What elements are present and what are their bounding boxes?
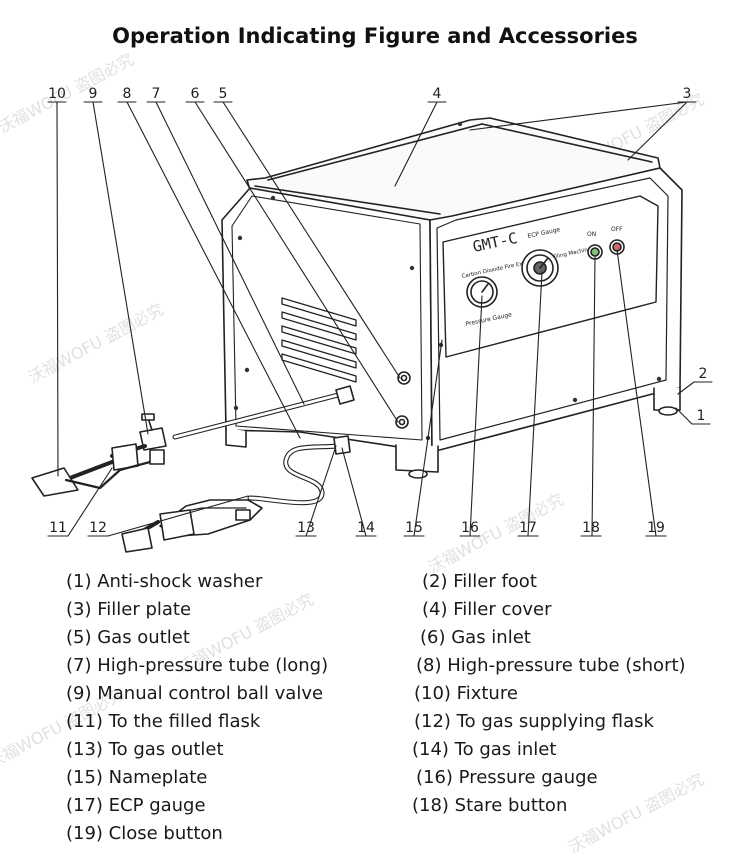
legend-item: (13) To gas outlet	[66, 739, 224, 760]
gas-inlet-port	[395, 415, 409, 429]
off-label: OFF	[611, 226, 623, 233]
machine-drawing: GMT-C Carbon Dioxide Fire Extinguisher F…	[31, 86, 713, 553]
fixture-gas-supply	[121, 499, 263, 553]
callout-9: 9	[89, 86, 98, 102]
legend-item: (7) High-pressure tube (long)	[66, 655, 329, 676]
legend-item: (12) To gas supplying flask	[414, 711, 654, 732]
ball-valve	[139, 413, 167, 451]
callout-14: 14	[357, 520, 375, 536]
legend-item: (11) To the filled flask	[66, 711, 261, 732]
callout-11: 11	[49, 520, 67, 536]
callout-19: 19	[647, 520, 665, 536]
callout-10: 10	[48, 86, 66, 102]
callout-8: 8	[123, 86, 132, 102]
legend-item: (8) High-pressure tube (short)	[416, 655, 686, 676]
callout-2: 2	[699, 366, 708, 382]
callout-16: 16	[461, 520, 479, 536]
gas-outlet-port	[397, 371, 411, 385]
fixture-filled-flask	[31, 443, 165, 497]
legend-item: (10) Fixture	[414, 683, 518, 704]
callout-18: 18	[582, 520, 600, 536]
legend-item: (16) Pressure gauge	[416, 767, 598, 788]
callout-13: 13	[297, 520, 315, 536]
ecp-gauge	[521, 249, 559, 287]
callout-labels: 10 9 8 7 6 5 4 3 2 1 11 12 13 14 15 16 1…	[48, 86, 707, 536]
tubes-and-fixtures	[31, 385, 355, 553]
legend-item: (19) Close button	[66, 823, 223, 844]
legend-item: (15) Nameplate	[66, 767, 208, 788]
figure-title: Operation Indicating Figure and Accessor…	[112, 24, 638, 48]
on-label: ON	[587, 231, 596, 238]
callouts	[47, 101, 713, 537]
legend-item: (3) Filler plate	[66, 599, 192, 620]
callout-4: 4	[433, 86, 442, 102]
callout-1: 1	[697, 408, 706, 424]
callout-7: 7	[152, 86, 161, 102]
legend-item: (5) Gas outlet	[66, 627, 190, 648]
callout-15: 15	[405, 520, 423, 536]
close-button	[609, 239, 625, 255]
callout-3: 3	[683, 86, 692, 102]
legend-item: (17) ECP gauge	[66, 795, 206, 816]
legend-item: (18) Stare button	[412, 795, 568, 816]
callout-12: 12	[89, 520, 107, 536]
legend-item: (9) Manual control ball valve	[66, 683, 324, 704]
callout-5: 5	[219, 86, 228, 102]
callout-17: 17	[519, 520, 537, 536]
callout-6: 6	[191, 86, 200, 102]
legend-item: (14) To gas inlet	[412, 739, 557, 760]
legend-item: (1) Anti-shock washer	[66, 571, 263, 592]
machine-body	[221, 117, 683, 479]
legend-item: (6) Gas inlet	[420, 627, 531, 648]
legend-item: (2) Filler foot	[422, 571, 537, 592]
legend-item: (4) Filler cover	[422, 599, 552, 620]
